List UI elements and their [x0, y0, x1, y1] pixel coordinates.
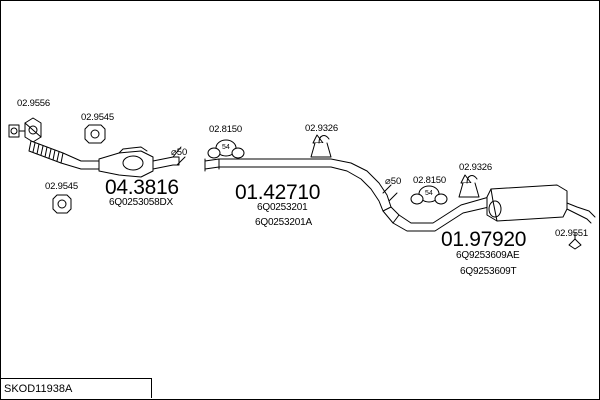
- diameter-rear-label: ⌀50: [385, 176, 402, 187]
- front-flange: [8, 124, 28, 138]
- clamp-middle-shape: [310, 134, 332, 158]
- flex-pipe-shape: [28, 140, 100, 170]
- clamp-middle-label: 02.9326: [305, 123, 338, 134]
- clamp-tail-shape: [568, 232, 582, 250]
- clamp-rear-shape: [458, 174, 480, 198]
- rear-silencer-oem-1: 6Q9253609AE: [456, 250, 520, 261]
- rear-silencer-part-number: 01.97920: [441, 228, 527, 251]
- hanger-rear-mark: 54: [425, 190, 433, 197]
- catalyst-shape: [98, 146, 186, 178]
- diameter-front-label: ⌀50: [171, 147, 188, 158]
- clamp-02-9556-shape: [24, 117, 42, 143]
- middle-pipe-part-number: 01.42710: [235, 181, 321, 204]
- middle-pipe-oem-1: 6Q0253201: [257, 202, 308, 213]
- hanger-middle-label: 02.8150: [209, 124, 242, 135]
- rear-pipe-shape: [382, 196, 490, 232]
- hanger-rear-label: 02.8150: [413, 175, 446, 186]
- reference-box: SKOD11938A: [1, 378, 152, 398]
- rear-silencer-shape: [486, 184, 596, 224]
- gasket-lower-left-label: 02.9545: [45, 181, 78, 192]
- rear-silencer-oem-2: 6Q9253609T: [460, 266, 517, 277]
- gasket-lower-shape: [52, 194, 72, 214]
- catalyst-oem-number: 6Q0253058DX: [109, 197, 173, 208]
- clamp-rear-label: 02.9326: [459, 162, 492, 173]
- hanger-rear-shape: [410, 185, 448, 205]
- hanger-middle-mark: 54: [222, 144, 230, 151]
- middle-pipe-shape: [204, 158, 398, 212]
- middle-pipe-oem-2: 6Q0253201A: [255, 217, 312, 228]
- clamp-tail-label: 02.9551: [555, 228, 588, 239]
- hanger-middle-shape: [207, 139, 245, 159]
- catalyst-part-number: 04.3816: [105, 176, 179, 199]
- clamp-top-left-label: 02.9556: [17, 98, 50, 109]
- gasket-top-shape: [84, 124, 106, 144]
- gasket-left-label: 02.9545: [81, 112, 114, 123]
- reference-number: SKOD11938A: [4, 383, 73, 395]
